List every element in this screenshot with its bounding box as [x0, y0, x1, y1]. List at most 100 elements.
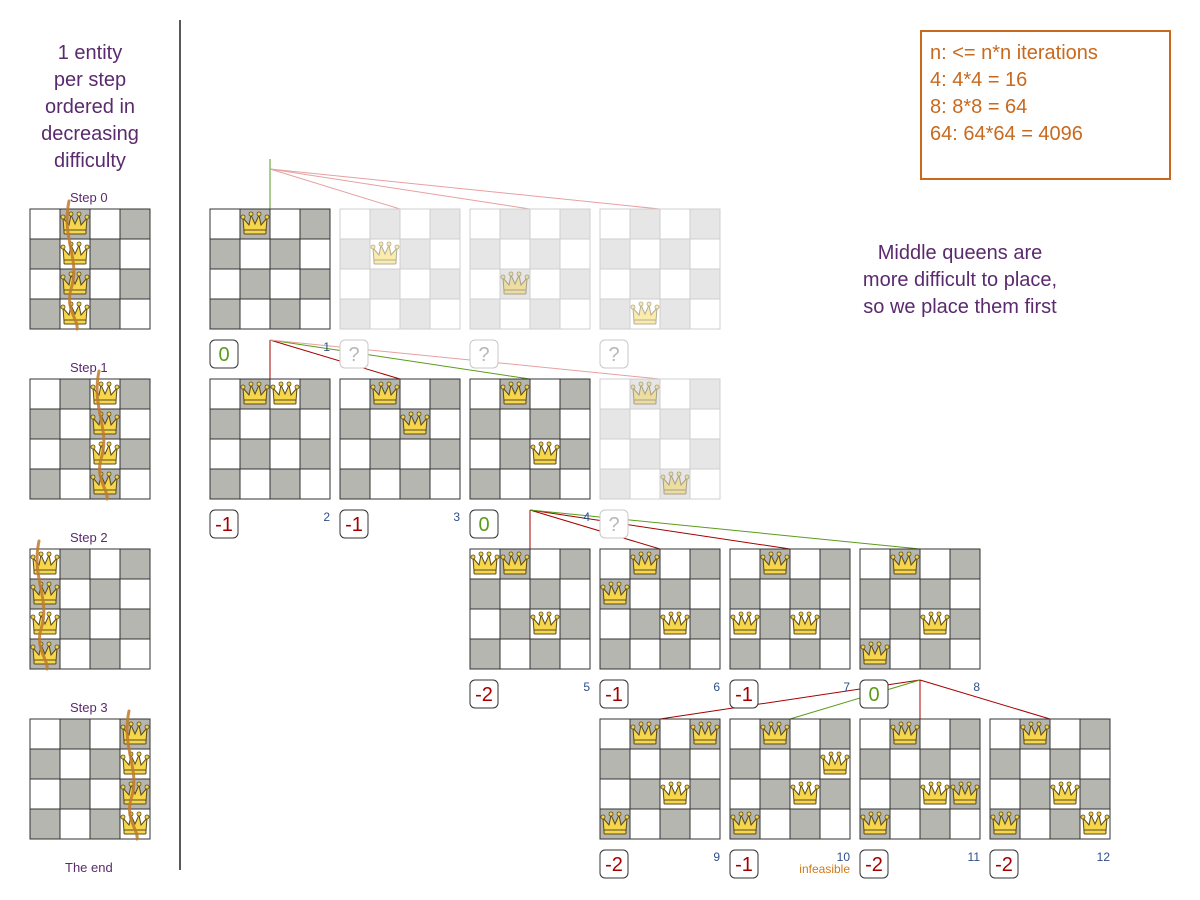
board-square [299, 208, 331, 240]
board-square [119, 208, 151, 240]
board-square [89, 638, 121, 670]
board-square [949, 808, 981, 840]
sidebar-title: 1 entity per step ordered in decreasing … [20, 40, 160, 175]
score-badge [859, 679, 889, 709]
sidebar-title-line: decreasing [41, 123, 139, 145]
board-square [59, 378, 91, 410]
explanation-text: Middle queens are more difficult to plac… [820, 240, 1100, 321]
board-square [759, 748, 791, 780]
board-square [469, 578, 501, 610]
board-square [269, 438, 301, 470]
board-square [859, 778, 891, 810]
board-square [659, 808, 691, 840]
board-index: 7 [843, 680, 850, 694]
board-square [599, 208, 631, 240]
board-square [659, 438, 691, 470]
board-square [59, 408, 91, 440]
board-square [629, 748, 661, 780]
board-square [629, 578, 661, 610]
board-square [819, 608, 851, 640]
board-square [399, 438, 431, 470]
score-label: -1 [605, 684, 623, 706]
score-badge [729, 849, 759, 879]
board-square [759, 608, 791, 640]
board-square [89, 778, 121, 810]
board-square [659, 548, 691, 580]
board-square [119, 468, 151, 500]
board-square [689, 208, 721, 240]
board-square [89, 208, 121, 240]
explanation-line: so we place them first [863, 296, 1057, 318]
tree-edge [269, 339, 661, 380]
board-square [369, 468, 401, 500]
board-square [559, 638, 591, 670]
score-badge [209, 339, 239, 369]
board-12 [989, 718, 1111, 840]
board-square [269, 468, 301, 500]
board-square [729, 578, 761, 610]
board-square [859, 608, 891, 640]
board-square [889, 778, 921, 810]
board-square [209, 298, 241, 330]
board-square [1049, 718, 1081, 750]
board-index: 5 [583, 680, 590, 694]
board-square [689, 778, 721, 810]
board-square [299, 298, 331, 330]
board-square [469, 438, 501, 470]
board-square [1079, 778, 1111, 810]
tree-edge [789, 679, 921, 720]
board-square [949, 578, 981, 610]
board-square [369, 298, 401, 330]
board-square [339, 268, 371, 300]
board-square [499, 608, 531, 640]
board-square [59, 608, 91, 640]
board-square [209, 238, 241, 270]
board-square [789, 548, 821, 580]
board-square [729, 638, 761, 670]
board-square [29, 808, 61, 840]
board-square [239, 238, 271, 270]
iterations-note: n: <= n*n iterations 4: 4*4 = 16 8: 8*8 … [920, 30, 1171, 180]
score-label: -2 [605, 854, 623, 876]
board-square [1019, 778, 1051, 810]
score-label: 0 [218, 344, 229, 366]
board-square [599, 468, 631, 500]
board-square [469, 468, 501, 500]
brush-stroke [95, 369, 109, 501]
board-square [59, 748, 91, 780]
board-index: 8 [973, 680, 980, 694]
board-square [989, 748, 1021, 780]
board-square [429, 438, 461, 470]
board-index: 12 [1097, 850, 1111, 864]
board-square [529, 408, 561, 440]
board-square [209, 208, 241, 240]
board-square [429, 298, 461, 330]
board-square [599, 408, 631, 440]
board-square [29, 238, 61, 270]
board-square [559, 208, 591, 240]
board-square [29, 438, 61, 470]
board-square [499, 408, 531, 440]
board-square [209, 378, 241, 410]
score-label: ? [478, 344, 489, 366]
board-square [29, 208, 61, 240]
board-index: 10 [837, 850, 851, 864]
board-square [689, 548, 721, 580]
board-square [369, 208, 401, 240]
board-square [499, 578, 531, 610]
explanation-line: more difficult to place, [862, 269, 1058, 291]
board-square [469, 268, 501, 300]
score-badge [469, 509, 499, 539]
board-square [819, 718, 851, 750]
tree-edge [269, 339, 401, 380]
board-square [89, 808, 121, 840]
tree-edge [529, 509, 791, 550]
board-square [269, 208, 301, 240]
board-square [919, 718, 951, 750]
board-square [499, 638, 531, 670]
board-square [759, 638, 791, 670]
board-square [429, 408, 461, 440]
score-label: -1 [735, 684, 753, 706]
board-square [339, 378, 371, 410]
